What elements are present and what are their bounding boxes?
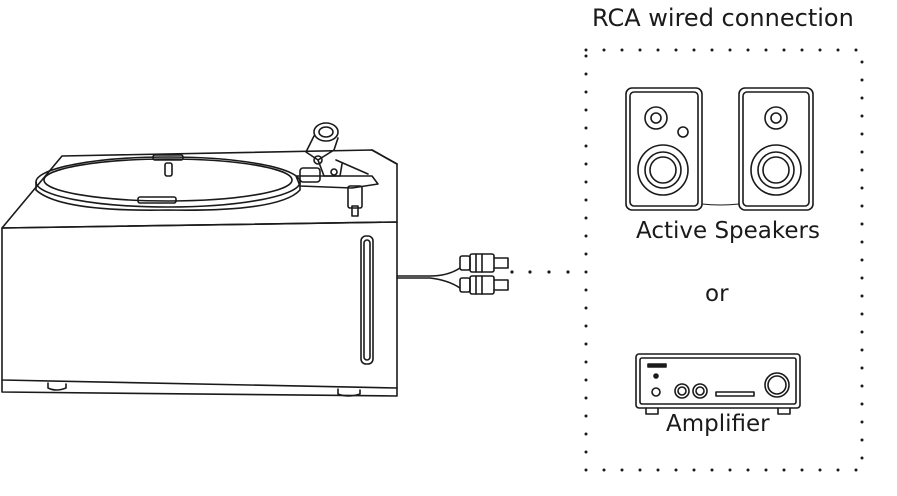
platter-handle-back: [152, 154, 184, 161]
amplifier-label: Amplifier: [666, 411, 770, 437]
or-label: or: [705, 281, 729, 307]
active-speakers-illustration: [625, 87, 814, 211]
platter-inner: [43, 158, 293, 202]
turntable-illustration: [1, 122, 509, 397]
platter-handle-front: [137, 196, 177, 204]
diagram-title: RCA wired connection: [592, 4, 854, 32]
dotted-connector: [510, 270, 570, 274]
front-slot: [360, 235, 374, 365]
amplifier-illustration: [635, 353, 801, 415]
rca-plugs: [459, 253, 509, 295]
dotted-enclosure: [584, 48, 864, 472]
turntable-body-front: [1, 221, 398, 389]
speaker-left: [625, 87, 703, 211]
tonearm: [295, 122, 379, 217]
active-speakers-label: Active Speakers: [636, 218, 820, 244]
platter-outer: [35, 156, 301, 208]
speaker-right: [738, 87, 814, 211]
rca-cable: [396, 267, 461, 277]
turntable-top-surface: [1, 149, 398, 229]
